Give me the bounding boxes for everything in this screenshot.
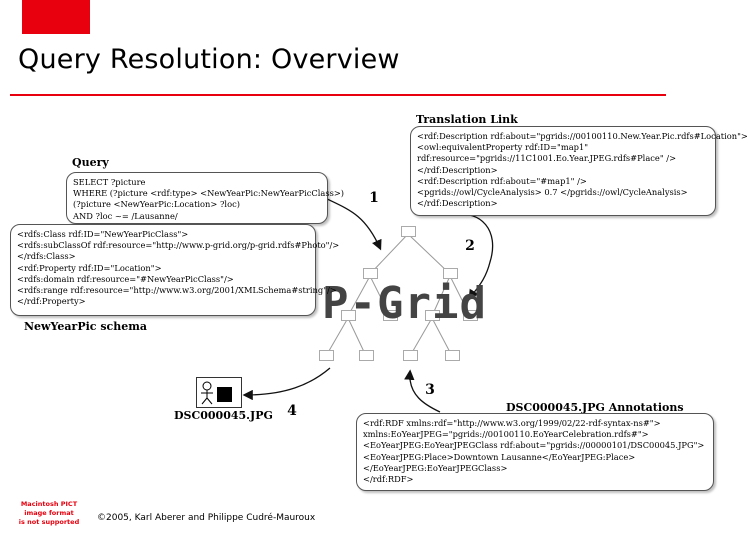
pgrid-node [401,226,416,237]
translation-link-box: <rdf:Description rdf:about="pgrids://001… [410,126,748,216]
code-line: </rdf:Property> [17,296,86,307]
code-line: AND ?loc ~= /Lausanne/ [73,210,178,221]
pgrid-node [363,268,378,279]
copyright-footer: ©2005, Karl Aberer and Philippe Cudré-Ma… [97,513,316,523]
code-line: <rdf:Description rdf:about="pgrids://001… [417,131,748,141]
code-line: </rdfs:Class> [17,251,76,262]
badge-line: image format [24,509,74,517]
code-line: <rdfs:range rdf:resource="http://www.w3.… [17,285,337,296]
pgrid-node [383,310,398,321]
pgrid-node [425,310,440,321]
code-line: </rdf:Description> [417,164,498,175]
pgrid-node [359,350,374,361]
code-line: rdf:resource="pgrids://11C1001.Eo.Year.J… [417,153,677,164]
step-number: 1 [369,190,379,206]
code-line: </rdf:Description> [417,198,498,209]
code-line: SELECT ?picture [73,177,146,187]
pgrid-node [341,310,356,321]
file-label: DSC000045.JPG [174,409,273,422]
red-accent-block [22,0,90,34]
person-icon [201,381,232,405]
annotations-box: <rdf:RDF xmlns:rdf="http://www.w3.org/19… [356,413,714,491]
code-line: xmlns:EoYearJPEG="pgrids://00100110.EoYe… [363,429,649,440]
code-line: <rdf:Description rdf:about="#map1" /> [417,175,587,186]
diagram-connectors [242,197,494,413]
translation-link-label: Translation Link [416,113,518,126]
photo-thumbnail [196,377,242,408]
pgrid-tree-edges [325,233,471,357]
pgrid-node [443,268,458,279]
query-label: Query [72,156,109,169]
arrow-step-2 [454,213,494,301]
arrow-step-4 [242,367,331,401]
code-line: <rdf:Property rdf:ID="Location"> [17,262,162,273]
code-line: <EoYearJPEG:EoYearJPEGClass rdf:about="p… [363,440,705,451]
schema-box: <rdfs:Class rdf:ID="NewYearPicClass"> <r… [10,224,340,316]
arrow-step-1 [324,197,382,251]
title-divider [10,94,666,96]
pgrid-label: P-Grid [322,278,487,329]
badge-line: is not supported [18,518,80,526]
schema-label: NewYearPic schema [24,320,147,333]
pgrid-node [403,350,418,361]
step-number: 3 [425,382,435,398]
badge-line: Macintosh PICT [20,500,78,508]
pgrid-node [319,350,334,361]
step-number: 2 [465,238,475,254]
code-line: <rdf:RDF xmlns:rdf="http://www.w3.org/19… [363,418,661,428]
code-line: <rdfs:subClassOf rdf:resource="http://ww… [17,240,340,251]
code-line: </rdf:RDF> [363,474,414,485]
pgrid-node [463,310,478,321]
arrow-step-3 [404,369,441,413]
code-line: <EoYearJPEG:Place>Downtown Lausanne</EoY… [363,451,636,462]
code-line: <rdfs:Class rdf:ID="NewYearPicClass"> [17,229,189,239]
pgrid-node [445,350,460,361]
code-line: <rdfs:domain rdf:resource="#NewYearPicCl… [17,273,234,284]
code-line: (?picture <NewYearPic:Location> ?loc) [73,199,240,210]
slide-title: Query Resolution: Overview [18,44,400,75]
code-line: </EoYearJPEG:EoYearJPEGClass> [363,462,508,473]
step-number: 4 [287,403,297,419]
annotations-label: DSC000045.JPG Annotations [506,401,684,414]
code-line: <owl:equivalentProperty rdf:ID="map1" [417,142,589,153]
code-line: <pgrids://owl/CycleAnalysis> 0.7 </pgrid… [417,187,688,198]
code-line: WHERE (?picture <rdf:type> <NewYearPic:N… [73,188,345,199]
